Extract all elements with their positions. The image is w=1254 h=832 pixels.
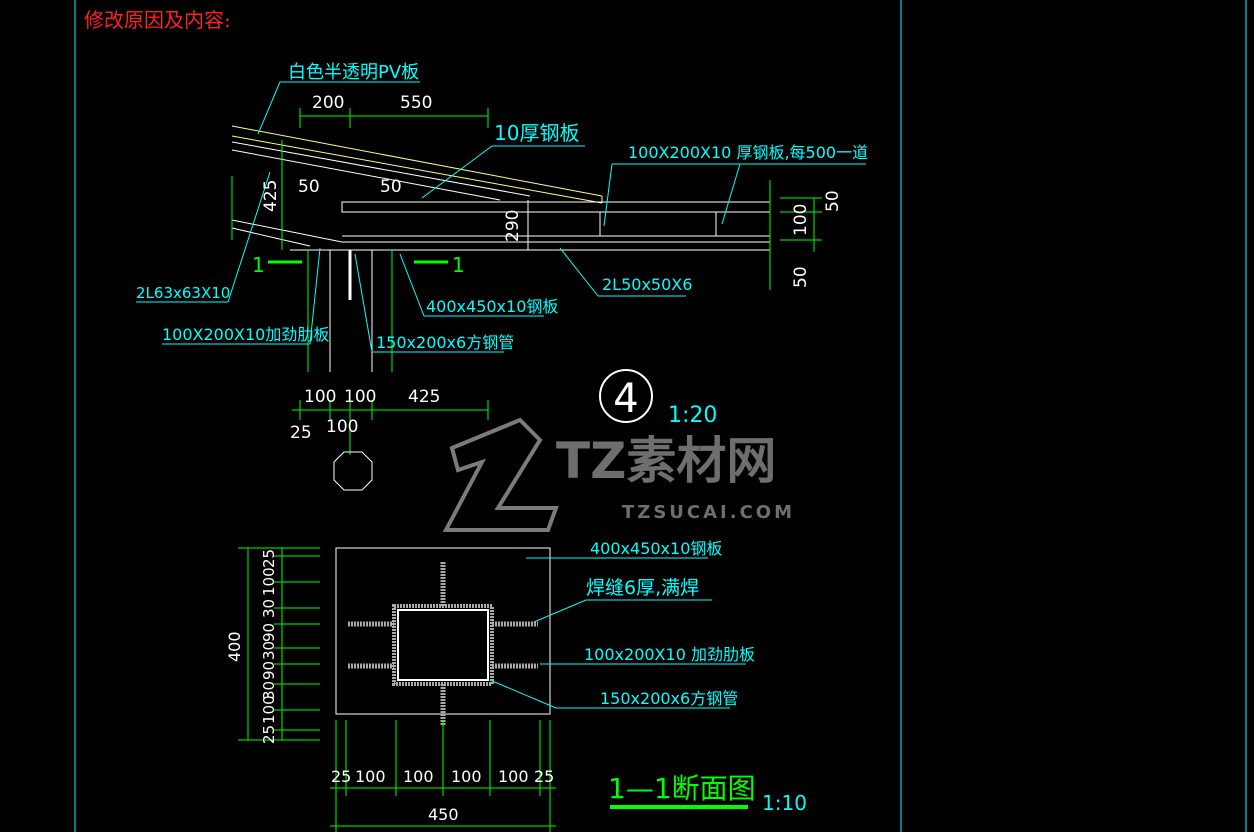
section-total-450: 450	[428, 805, 459, 824]
watermark-url: TZSUCAI.COM	[622, 502, 795, 523]
section-total-400: 400	[225, 631, 244, 662]
section-dim-left-30b: 30	[260, 641, 278, 660]
label-steel-10: 10厚钢板	[494, 121, 579, 145]
dim-right-100: 100	[791, 204, 811, 236]
section-dim-left-90b: 90	[260, 661, 278, 680]
dim-mid-290: 290	[503, 210, 523, 242]
label-pv-sheet: 白色半透明PV板	[288, 62, 419, 83]
detail-number: 4	[613, 376, 638, 422]
label-angle-left: 2L63x63X10	[136, 284, 230, 302]
section-dim-bottom-100c: 100	[451, 767, 482, 786]
weld-outline	[392, 604, 494, 686]
section-dim-left-90a: 90	[260, 623, 278, 642]
section-mark-left: 1	[252, 253, 265, 277]
dim-top-200: 200	[312, 93, 344, 113]
section-dim-bottom-100d: 100	[498, 767, 529, 786]
section-dim-bottom-25a: 25	[331, 767, 351, 786]
section-title: 1—1断面图	[608, 772, 756, 805]
dim-bottom-100a: 100	[304, 387, 336, 407]
dim-right-50-top: 50	[823, 190, 843, 212]
section-left-dimension-lines	[238, 547, 320, 741]
section-dim-left-25a: 25	[260, 549, 278, 568]
section-dim-left-30a: 30	[260, 599, 278, 618]
label-rib: 100X200X10加劲肋板	[162, 325, 329, 344]
watermark-logo-icon	[442, 417, 559, 532]
label-angle-right: 2L50x50X6	[602, 275, 692, 294]
section-dim-bottom-100a: 100	[355, 767, 386, 786]
label-plate-row: 100X200X10 厚钢板,每500一道	[628, 143, 868, 162]
square-tube-section	[397, 609, 489, 681]
section-dim-bottom-100b: 100	[403, 767, 434, 786]
elevation-detail: 4 1:20 200 550 425 50 50 290 50 100 50 1…	[136, 62, 868, 491]
dim-bottom-100b: 100	[344, 387, 376, 407]
section-dim-left-100b: 100	[260, 695, 278, 724]
dim-left-50: 50	[298, 177, 320, 197]
watermark-brand: TZ素材网	[556, 432, 776, 490]
dim-bottom-100c: 100	[326, 417, 358, 437]
section-label-plate: 400x450x10钢板	[590, 539, 722, 558]
stiffener-ribs	[348, 562, 538, 726]
elevation-dimension-lines	[231, 108, 822, 455]
detail-marker-circle	[599, 369, 653, 423]
watermark: TZ素材网 TZSUCAI.COM	[442, 417, 795, 532]
elevation-leaders	[136, 81, 866, 353]
column-octagon-symbol	[333, 451, 373, 491]
dim-bottom-425: 425	[408, 387, 440, 407]
section-dim-bottom-25b: 25	[534, 767, 554, 786]
section-bottom-dimension-lines	[330, 720, 556, 832]
section-dim-left-30c: 30	[260, 681, 278, 700]
elevation-scale: 1:20	[668, 403, 717, 428]
label-tube: 150x200x6方钢管	[376, 333, 514, 352]
section-dim-left-25b: 25	[260, 725, 278, 744]
horizontal-beams	[290, 200, 771, 251]
section-mark-right: 1	[452, 253, 465, 277]
section-scale: 1:10	[762, 791, 807, 815]
dim-top-550: 550	[400, 93, 432, 113]
dim-bottom-25: 25	[290, 423, 312, 443]
section-detail: 400 25 100 30 90 30 90 30 100 25 25 100 …	[225, 539, 807, 832]
section-dim-left-100a: 100	[260, 567, 278, 596]
dim-mid-50: 50	[380, 177, 402, 197]
revision-header: 修改原因及内容:	[84, 8, 231, 32]
label-plate: 400x450x10钢板	[426, 297, 558, 316]
section-label-rib: 100x200X10 加劲肋板	[584, 645, 755, 664]
section-leaders	[489, 557, 746, 709]
section-label-tube: 150x200x6方钢管	[600, 689, 738, 708]
dim-left-425: 425	[261, 180, 281, 212]
dim-right-50-bottom: 50	[791, 266, 811, 288]
steel-column	[307, 250, 393, 372]
section-label-weld: 焊缝6厚,满焊	[586, 577, 699, 599]
